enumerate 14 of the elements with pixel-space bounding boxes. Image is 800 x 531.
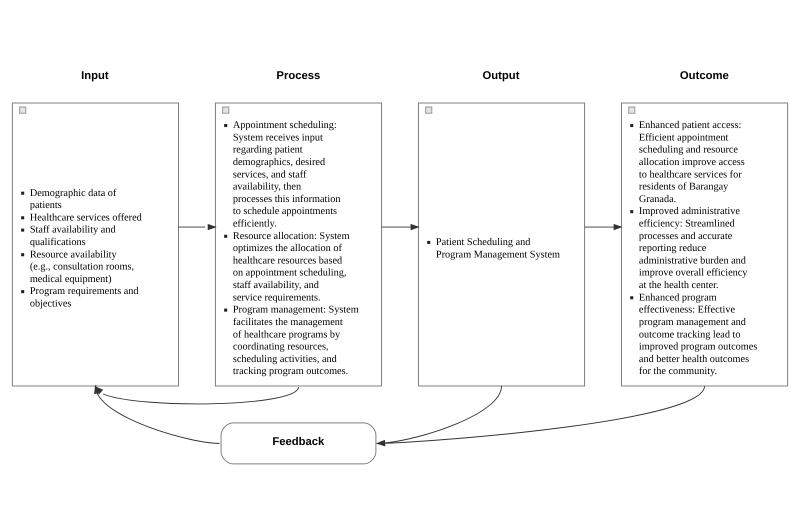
arrow: [381, 223, 420, 230]
node-label: Process: [276, 70, 320, 82]
node-box: Patient Scheduling and Program Management System: [418, 102, 586, 386]
node-label: Outcome: [680, 70, 729, 82]
node-box: Feedback: [220, 422, 376, 464]
arrow: [178, 223, 217, 230]
arrow: [376, 385, 705, 446]
arrow: [584, 223, 623, 230]
node-box: Appointment scheduling: System receives input regarding patient demographics, desired services, and staff availability, then processes this information to schedule appointments efficiently. Resource allocation: System optimizes the allocation of healthcare resources based on appointment scheduling, staff availability, and service requirements. Program management: System facilitates the management of healthcare programs by coordinating resources, scheduling activities, and tracking program outcomes.: [214, 102, 382, 386]
node-box: Enhanced patient access: Efficient appointment scheduling and resource allocation improve access to healthcare services for residents of Barangay Granada. Improved administrative efficiency: Streamlined processes and accurate reporting reduce administrative burden and improve overall efficiency at the health center. Enhanced program effectiveness: Effective program management and outcome tracking lead to improved program outcomes and better health outcomes for the community.: [620, 102, 788, 386]
node-box: Demographic data of patients Healthcare services offered Staff availability and qualifications Resource availability (e.g., consultation rooms, medical equipment) Program requirements and objectives: [12, 102, 180, 386]
arrow: [376, 385, 502, 446]
node-label: Output: [482, 70, 520, 82]
node-label: Input: [81, 70, 109, 82]
